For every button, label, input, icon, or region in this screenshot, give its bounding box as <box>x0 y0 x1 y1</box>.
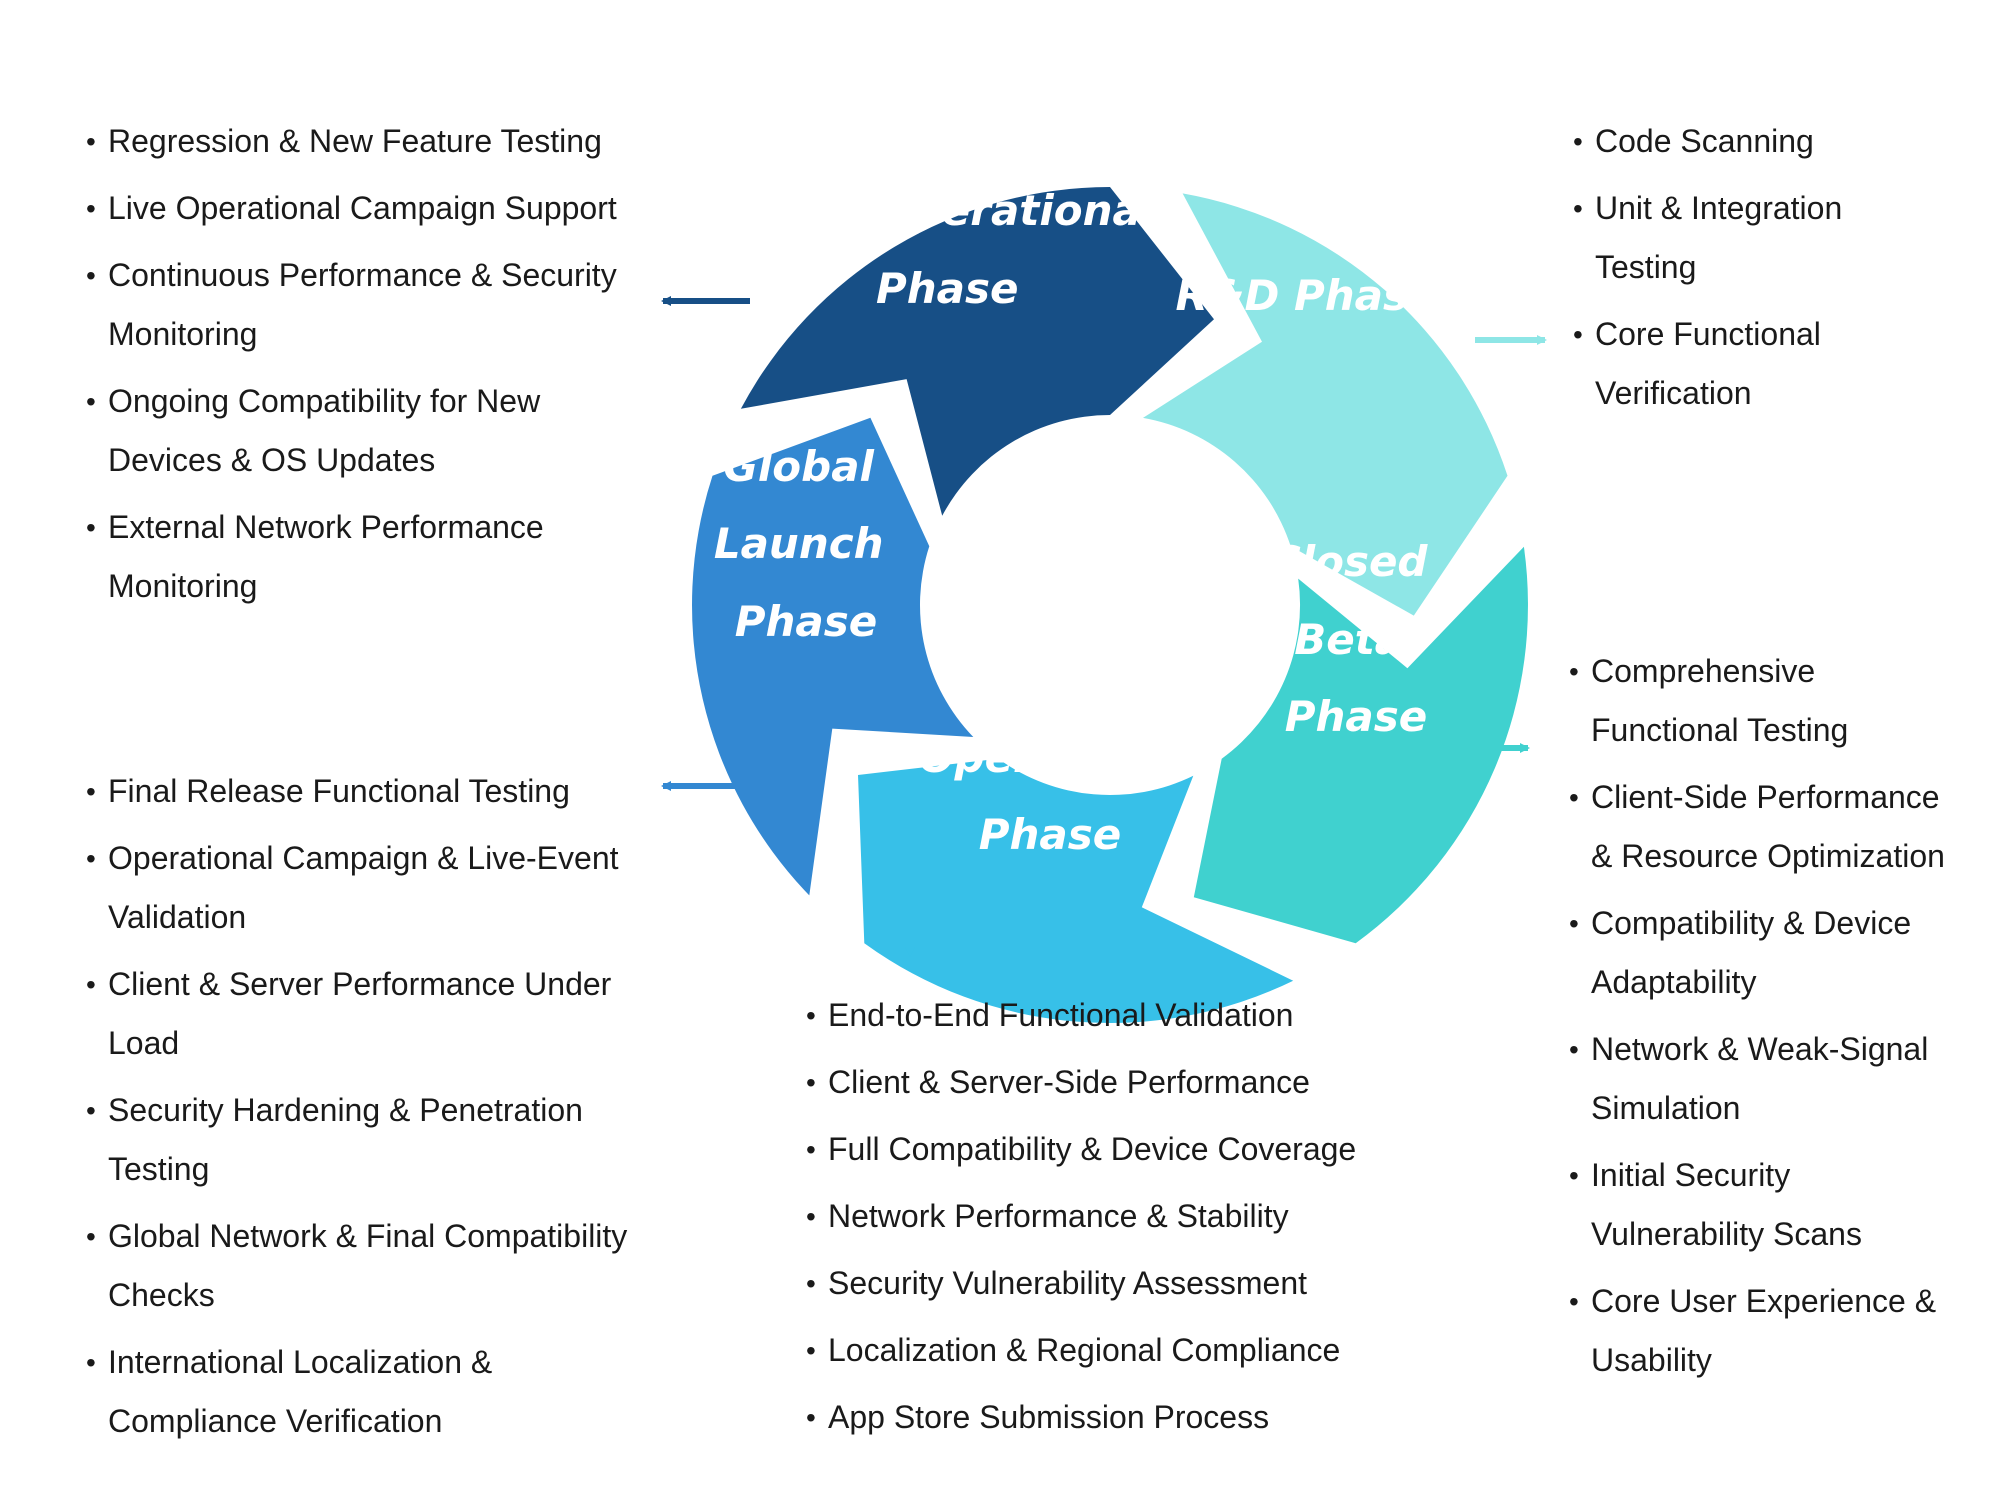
list-item: Localization & Regional Compliance <box>806 1321 1466 1380</box>
global-launch-phase-list: Final Release Functional Testing Operati… <box>86 762 646 1459</box>
list-item: Live Operational Campaign Support <box>86 179 646 238</box>
list-item: App Store Submission Process <box>806 1388 1466 1447</box>
label-closed-beta: Closed Beta Phase <box>1270 537 1442 741</box>
segment-closed-beta <box>1193 546 1528 944</box>
open-beta-phase-list: End-to-End Functional Validation Client … <box>806 986 1466 1455</box>
list-item: Compatibility & Device Adaptability <box>1569 894 1969 1012</box>
list-item: Global Network & Final Compatibility Che… <box>86 1207 646 1325</box>
list-item: Regression & New Feature Testing <box>86 112 646 171</box>
label-global-launch: Global Launch Phase <box>714 442 898 646</box>
closed-beta-phase-list: Comprehensive Functional Testing Client-… <box>1569 642 1969 1398</box>
segment-rd <box>1143 193 1508 616</box>
label-operational: Operational Phase <box>876 186 1170 313</box>
list-item: Core Functional Verification <box>1573 305 1933 423</box>
operational-phase-list: Regression & New Feature Testing Live Op… <box>86 112 646 624</box>
list-item: Full Compatibility & Device Coverage <box>806 1120 1466 1179</box>
list-item: Comprehensive Functional Testing <box>1569 642 1969 760</box>
list-item: Core User Experience & Usability <box>1569 1272 1969 1390</box>
list-item: Final Release Functional Testing <box>86 762 646 821</box>
list-item: Security Vulnerability Assessment <box>806 1254 1466 1313</box>
list-item: Code Scanning <box>1573 112 1933 171</box>
list-item: Client & Server Performance Under Load <box>86 955 646 1073</box>
list-item: End-to-End Functional Validation <box>806 986 1466 1045</box>
list-item: Continuous Performance & Security Monito… <box>86 246 646 364</box>
list-item: Security Hardening & Penetration Testing <box>86 1081 646 1199</box>
segment-global-launch <box>692 417 974 896</box>
list-item: Client-Side Performance & Resource Optim… <box>1569 768 1969 886</box>
segment-open-beta <box>858 758 1294 1024</box>
list-item: International Localization & Compliance … <box>86 1333 646 1451</box>
list-item: Ongoing Compatibility for New Devices & … <box>86 372 646 490</box>
rd-phase-list: Code Scanning Unit & Integration Testing… <box>1573 112 1933 431</box>
list-item: External Network Performance Monitoring <box>86 498 646 616</box>
list-item: Unit & Integration Testing <box>1573 179 1933 297</box>
list-item: Initial Security Vulnerability Scans <box>1569 1146 1969 1264</box>
list-item: Client & Server-Side Performance <box>806 1053 1466 1112</box>
list-item: Operational Campaign & Live-Event Valida… <box>86 829 646 947</box>
label-rd: R&D Phase <box>1176 271 1437 320</box>
list-item: Network Performance & Stability <box>806 1187 1466 1246</box>
segment-operational <box>740 187 1214 516</box>
list-item: Network & Weak-Signal Simulation <box>1569 1020 1969 1138</box>
label-open-beta: Open Beta Phase <box>919 733 1181 859</box>
